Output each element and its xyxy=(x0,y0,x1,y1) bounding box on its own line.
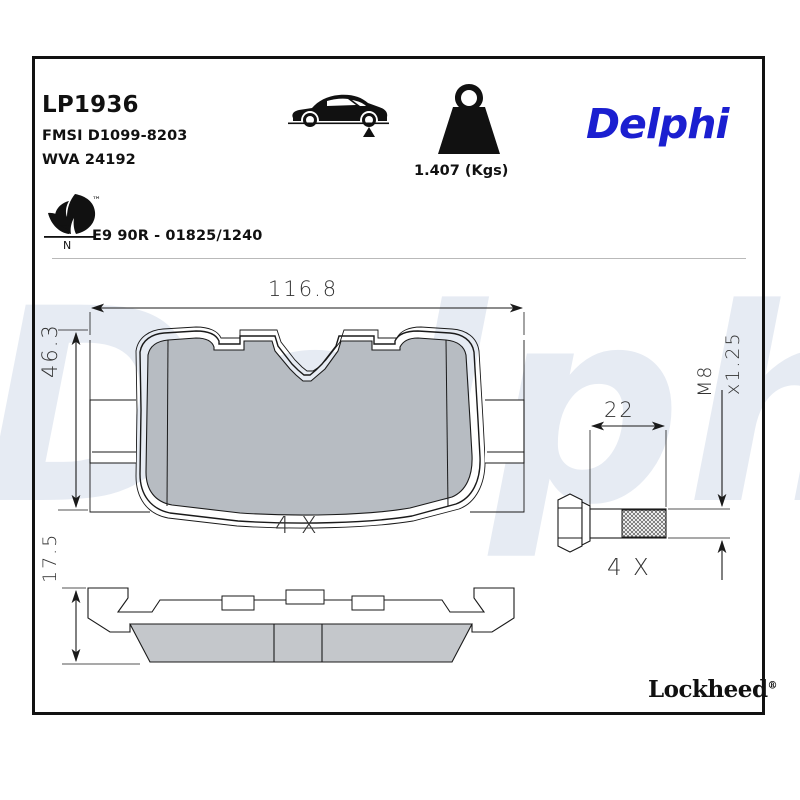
dim-bolt-thread-major: M8 xyxy=(694,364,716,397)
qty-pads: 4 X xyxy=(275,513,319,539)
fmsi-code: FMSI D1099-8203 xyxy=(42,128,188,144)
weight-label: 1.407 (Kgs) xyxy=(414,163,509,179)
leaf-tm-mark: ™ xyxy=(92,196,101,206)
delphi-logo: Delphi xyxy=(586,100,729,148)
ece-approval-code: E9 90R - 01825/1240 xyxy=(92,228,263,244)
leaf-n-letter: N xyxy=(63,239,71,252)
drawing-frame xyxy=(32,56,765,715)
dim-pad-width: 116.8 xyxy=(268,277,339,301)
wva-code: WVA 24192 xyxy=(42,152,136,168)
dim-bolt-length: 22 xyxy=(604,398,635,422)
eco-leaf-icon: ™ N xyxy=(44,194,101,252)
qty-bolts: 4 X xyxy=(607,555,651,581)
dim-pad-thickness: 17.5 xyxy=(39,532,61,583)
registered-mark: ® xyxy=(767,680,778,692)
lockheed-logo-text: Lockheed xyxy=(648,676,768,703)
part-number: LP1936 xyxy=(42,92,139,118)
weight-icon xyxy=(438,84,500,154)
header-divider xyxy=(52,258,746,259)
car-rear-axle-icon xyxy=(288,94,389,137)
lockheed-logo: Lockheed® xyxy=(648,676,778,703)
dim-bolt-thread-pitch: x1.25 xyxy=(722,331,744,395)
dim-pad-height: 46.3 xyxy=(38,323,62,378)
